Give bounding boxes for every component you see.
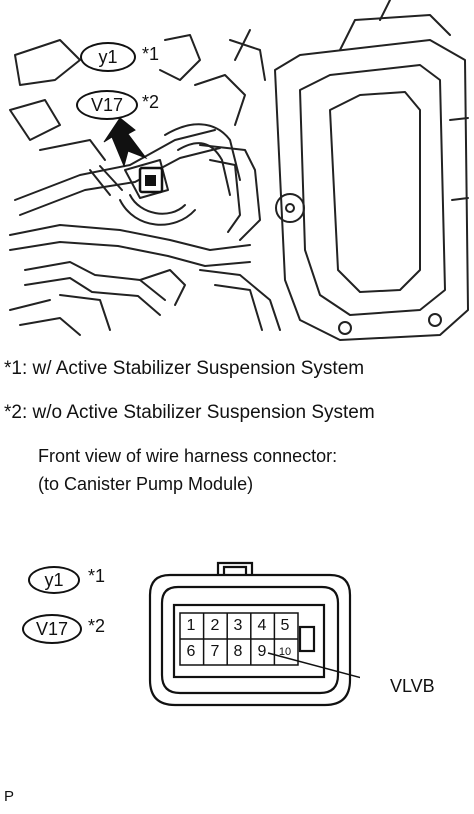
connector-view-tag-y1-reference: *1: [88, 566, 106, 586]
pin-4: 4: [257, 617, 267, 634]
connector-caption-line2: (to Canister Pump Module): [38, 474, 254, 494]
connector-front-view: [148, 561, 360, 707]
pin-8: 8: [233, 643, 243, 660]
pin-3: 3: [233, 617, 243, 634]
note-1: *1: w/ Active Stabilizer Suspension Syst…: [4, 358, 365, 379]
note-2: *2: w/o Active Stabilizer Suspension Sys…: [4, 402, 375, 423]
connector-view-tag-y1: y1: [28, 566, 80, 594]
connector-view-tag-v17: V17: [22, 614, 82, 644]
connector-view-tag-y1-text: y1: [44, 569, 64, 590]
pin-10: 10: [278, 646, 292, 658]
connector-tag-y1: y1: [80, 42, 136, 72]
pin-9: 9: [257, 643, 267, 660]
footer-code: P: [4, 788, 15, 805]
tag-y1-reference: *1: [142, 44, 160, 64]
terminal-callout-label: VLVB: [390, 676, 435, 696]
pin-2: 2: [210, 617, 220, 634]
connector-view-tag-v17-reference: *2: [88, 616, 106, 636]
connector-view-tag-v17-text: V17: [35, 618, 69, 639]
connector-tag-y1-text: y1: [98, 46, 118, 67]
pin-6: 6: [186, 643, 196, 660]
connector-tag-v17-text: V17: [90, 94, 124, 115]
pointer-arrow-icon: [103, 117, 148, 168]
engine-bay-illustration: [9, 0, 469, 341]
connector-caption-line1: Front view of wire harness connector:: [38, 446, 338, 466]
pin-5: 5: [280, 617, 290, 634]
tag-v17-reference: *2: [142, 92, 160, 112]
pin-7: 7: [210, 643, 220, 660]
connector-tag-v17: V17: [76, 90, 138, 120]
pin-1: 1: [186, 617, 196, 634]
